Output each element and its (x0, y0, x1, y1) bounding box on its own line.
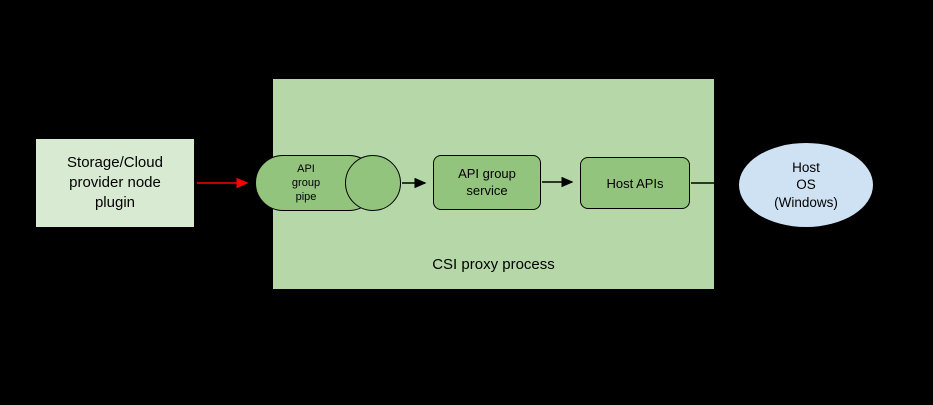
host-apis-node: Host APIs (580, 157, 690, 209)
api-group-pipe-label: API group pipe (291, 162, 321, 204)
storage-cloud-provider-plugin-node: Storage/Cloud provider node plugin (35, 138, 195, 228)
api-group-pipe-end-circle (345, 155, 401, 211)
csi-proxy-process-label: CSI proxy process (432, 256, 555, 273)
api-group-service-node: API group service (433, 155, 541, 210)
host-os-windows-node: Host OS (Windows) (738, 142, 874, 228)
